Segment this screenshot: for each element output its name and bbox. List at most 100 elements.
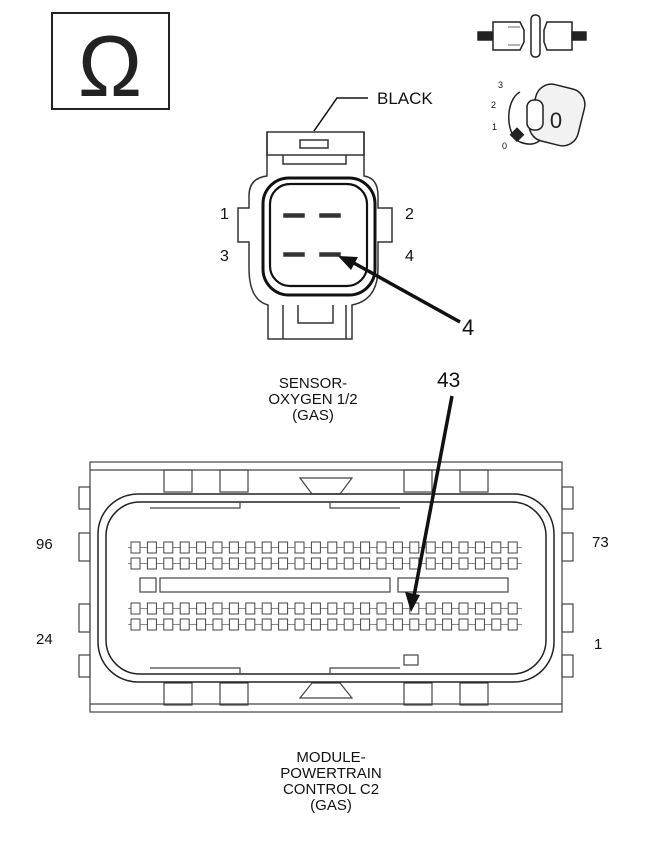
pin-cavity [212,602,223,615]
pin-cavity [212,557,223,570]
pin-cavity [360,557,371,570]
pin-cavity [360,541,371,554]
o2-pin-2-label: 2 [405,206,414,223]
pin-cavity [163,602,174,615]
pin-cavity [294,618,305,631]
pin-cavity [163,618,174,631]
pin-cavity [196,602,207,615]
pin-cavity [146,541,157,554]
pin-cavity [343,557,354,570]
pin-cavity [458,602,469,615]
pcm-caption: MODULE- POWERTRAIN CONTROL C2 (GAS) [280,749,382,814]
pin-cavity [491,618,502,631]
pin-cavity [474,557,485,570]
ignition-key-icon: 0 [508,83,586,147]
wire-color-label: BLACK [377,89,433,108]
pin-cavity [163,541,174,554]
pin-cavity [294,602,305,615]
pin-cavity [376,602,387,615]
pin-cavity [245,602,256,615]
pin-cavity [343,602,354,615]
pin-cavity [425,557,436,570]
pin-cavity [392,557,403,570]
pin-cavity [442,602,453,615]
pin-cavity [261,602,272,615]
pin-cavity [179,618,190,631]
pin-cavity [409,557,420,570]
pin-cavity [212,618,223,631]
pin-cavity [228,602,239,615]
pin-cavity [474,541,485,554]
pin-cavity [130,618,141,631]
pin-grid-lower [128,602,522,631]
pin-cavity [212,541,223,554]
pin-cavity [228,618,239,631]
pin-cavity [376,541,387,554]
pcm-corner-label-96: 96 [36,536,53,553]
pin-cavity [196,541,207,554]
pin-cavity [458,618,469,631]
pcm-c2-connector [78,461,574,713]
pin-cavity [458,557,469,570]
pcm-corner-label-24: 24 [36,631,53,648]
pin-cavity [146,618,157,631]
pin-cavity [376,618,387,631]
o2-pin-1-label: 1 [220,206,229,223]
o2-pin-3-label: 3 [220,248,229,265]
pin-cavity [130,602,141,615]
pin-cavity [442,618,453,631]
pin-cavity [310,618,321,631]
pin-cavity [245,557,256,570]
pin-cavity [228,541,239,554]
pin-cavity [163,557,174,570]
pin-cavity [491,602,502,615]
pin-cavity [409,618,420,631]
ignition-position-1: 1 [492,122,498,132]
pin-cavity [196,557,207,570]
pin-cavity [261,557,272,570]
key-position-label: 0 [550,108,562,133]
pin-cavity [146,557,157,570]
pin-cavity [491,541,502,554]
pin-cavity [294,557,305,570]
pin-cavity [179,557,190,570]
ignition-position-3: 3 [498,80,504,90]
pin-cavity [442,557,453,570]
pin-cavity [425,602,436,615]
pin-cavity [294,541,305,554]
pin-cavity [130,557,141,570]
o2-pin-4-label: 4 [405,248,414,265]
pin-cavity [261,618,272,631]
pin-cavity [130,541,141,554]
pin-cavity [228,557,239,570]
pin-cavity [179,541,190,554]
pin-cavity [278,602,289,615]
pin-cavity [310,541,321,554]
ohm-symbol: Ω [78,19,142,115]
pin-43-callout-arrow [405,395,454,612]
pin-grid-upper [128,541,522,570]
pin-cavity [310,557,321,570]
pin-cavity [360,602,371,615]
pin-cavity [507,602,518,615]
pin-cavity [442,541,453,554]
pin-cavity [392,541,403,554]
ohmmeter-icon: Ω [51,12,170,115]
pin-cavity [474,602,485,615]
pin-cavity [196,618,207,631]
pcm-corner-label-1: 1 [594,636,603,653]
pin-cavity [245,618,256,631]
pin-cavity [310,602,321,615]
color-leader-line [313,97,368,132]
pin-cavity [409,541,420,554]
pin-cavity [245,541,256,554]
pin-cavity [425,541,436,554]
pin-cavity [507,557,518,570]
ignition-position-2: 2 [491,100,497,110]
pin-cavity [327,541,338,554]
pcm-callout-number: 43 [437,369,461,392]
pin-cavity [425,618,436,631]
pin-cavity [507,618,518,631]
pcm-corner-label-73: 73 [592,534,609,551]
